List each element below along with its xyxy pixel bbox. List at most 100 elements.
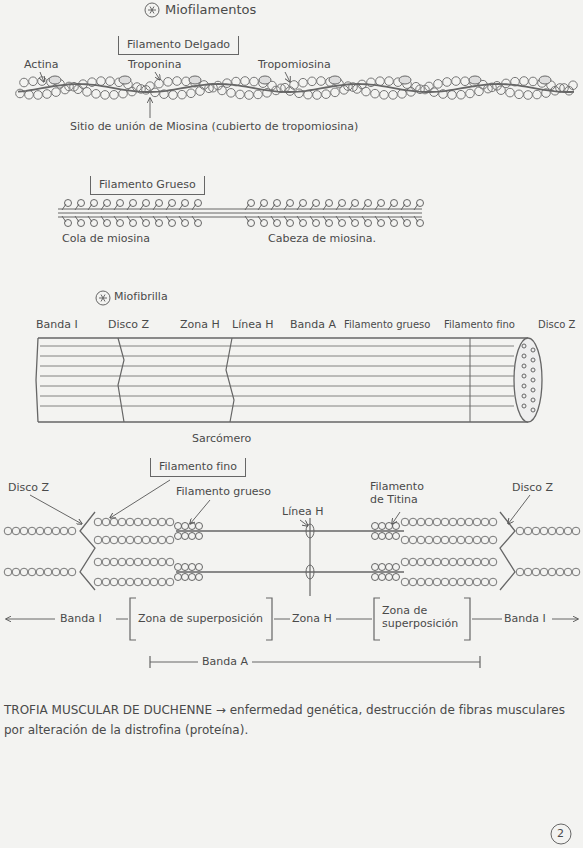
myosin-head [339,220,346,227]
part-label: Filamento de Titina [370,480,432,506]
part-label: Banda I [36,318,78,331]
actin-bead [520,77,529,86]
actin-bead [489,536,497,544]
myosin-head [313,200,320,207]
actin-bead [353,85,362,94]
band-arrow [6,619,55,620]
actin-bead [457,558,465,566]
myosin-head [365,220,372,227]
myosin-head [189,533,196,540]
myosin-head [352,220,359,227]
actin-bead [60,527,68,535]
actin-bead [516,568,524,576]
actin-bead [376,77,385,86]
part-label: Línea H [278,505,327,518]
actin-bead [142,518,150,526]
actin-bead [548,527,556,535]
part-label: Línea H [232,318,273,331]
myosin-head [379,523,386,530]
myosin-head [339,200,346,207]
myosin-head [417,220,424,227]
myosin-tail [58,213,422,214]
actin-bead [572,527,580,535]
actin-bead [158,558,166,566]
myosin-head [182,564,189,571]
actin-bead [4,527,12,535]
actin-bead [126,558,134,566]
myosin-head [391,220,398,227]
actin-bead [134,536,142,544]
actin-bead [158,578,166,586]
filament-section [522,344,526,348]
part-label: Cola de miosina [62,232,150,245]
actin-bead [465,578,473,586]
actin-bead [417,578,425,586]
actin-bead [473,518,481,526]
actin-bead [473,536,481,544]
filament-section [522,394,526,398]
actin-bead [173,77,182,86]
myosin-head [91,200,98,207]
part-label: Disco Z [512,481,553,494]
actin-bead [533,90,542,99]
leader-arrow [190,500,210,524]
actin-bead [94,518,102,526]
actin-bead [409,558,417,566]
actin-bead [166,536,174,544]
actin-bead [102,578,110,586]
leader-arrow [155,72,160,80]
myosin-head [287,200,294,207]
myosin-tail [58,209,422,210]
asterisk-stroke [150,7,154,14]
actin-bead [142,578,150,586]
myosin-head [175,574,182,581]
filament-section [522,404,526,408]
actin-bead [12,527,20,535]
z-disc-line [118,338,124,422]
dash [336,619,372,620]
page-number: 2 [557,827,564,840]
actin-bead [150,518,158,526]
heading-box: Filamento Grueso [90,176,205,195]
actin-bead [524,91,533,100]
actin-bead [449,558,457,566]
filament-section [522,374,526,378]
myosin-head [117,220,124,227]
myosin-head [379,533,386,540]
myofilament-line [40,376,514,377]
asterisk-circle [145,3,159,17]
part-label: Zona de superposición [138,612,263,625]
myosin-head [372,523,379,530]
part-label: Actina [24,58,58,71]
actin-bead [110,536,118,544]
bracket [266,598,272,640]
part-label: Troponina [128,58,182,71]
myosin-head [104,200,111,207]
troponin-blob [189,76,201,84]
actin-bead [110,578,118,586]
actin-bead [417,518,425,526]
part-label: Zona de superposición [382,604,467,630]
dash [116,619,128,620]
actin-bead [425,558,433,566]
myosin-head [287,220,294,227]
heading-text: Filamento Grueso [99,178,196,191]
actin-bead [457,518,465,526]
actin-bead [317,77,326,86]
actin-bead [150,558,158,566]
actin-bead [74,85,83,94]
myosin-head [175,564,182,571]
bracket [464,598,470,640]
actin-bead [44,527,52,535]
myosin-head [372,574,379,581]
actin-bead [441,518,449,526]
filament-section [531,388,535,392]
leader-arrow [300,520,308,526]
actin-bead [118,536,126,544]
part-label: Sitio de unión de Miosina (cubierto de t… [70,120,358,133]
actin-bead [331,88,340,97]
actin-bead [516,527,524,535]
myosin-head [352,200,359,207]
actin-bead [29,77,38,86]
actin-bead [196,87,205,96]
